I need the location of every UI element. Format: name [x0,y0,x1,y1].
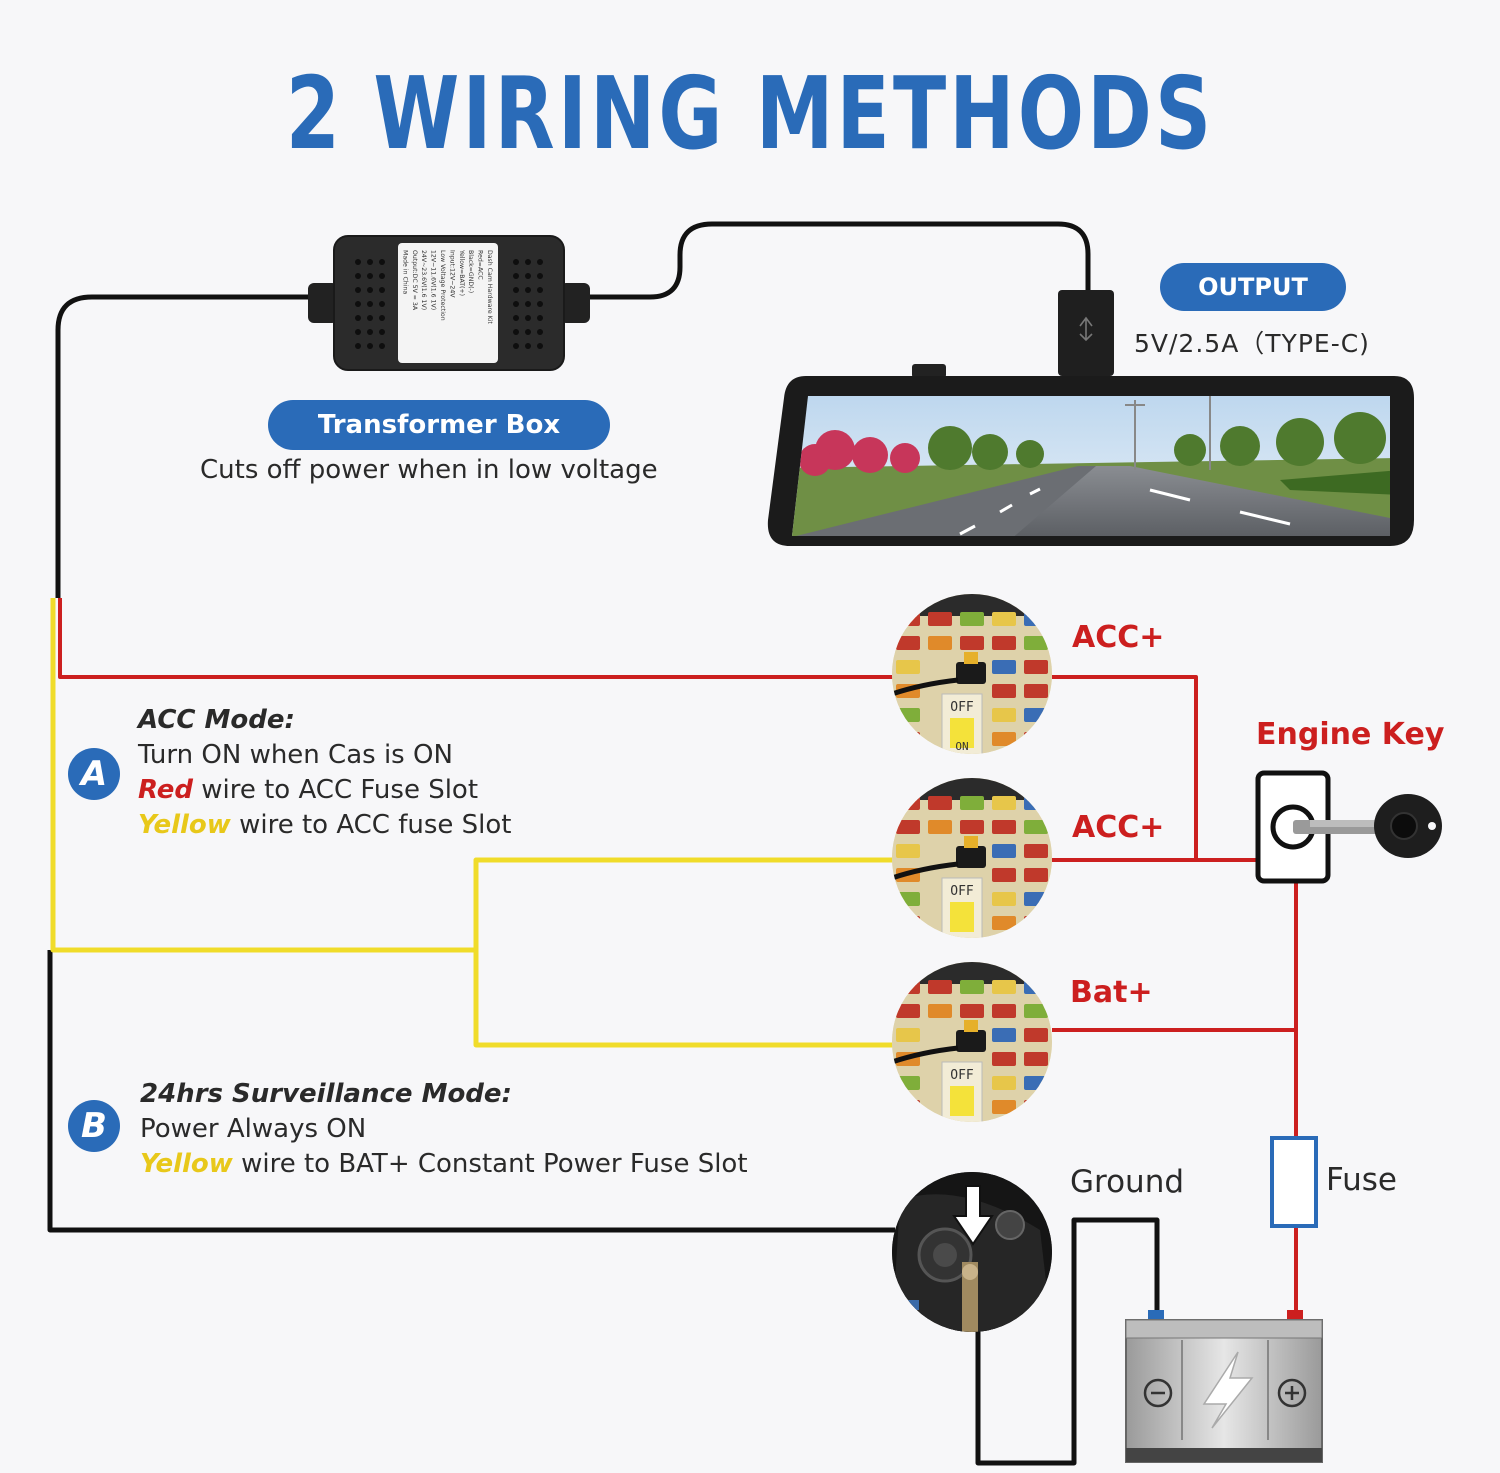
mirror-screen [792,396,1390,536]
mode-a-line2: Red wire to ACC Fuse Slot [138,773,478,808]
plus-terminal-icon [1277,1378,1307,1408]
mode-a-title: ACC Mode: [138,705,295,735]
mode-b-title: 24hrs Surveillance Mode: [140,1079,512,1109]
yellow-keyword: Yellow [138,810,231,840]
spec-label-line: Dash Cam Hardware Kit [486,250,493,324]
spec-label-line: Input:12V~24V [448,250,455,298]
lightning-bolt-icon [1202,1351,1254,1429]
car-key-icon [1293,794,1442,858]
output-badge: OUTPUT [1160,263,1346,311]
yellow-wire [50,598,895,1048]
mode-b-line2-rest: wire to BAT+ Constant Power Fuse Slot [232,1149,748,1179]
mode-a-line3-rest: wire to ACC fuse Slot [230,810,512,840]
fuse-switch-off-text: OFF [950,700,974,715]
red-keyword: Red [138,775,193,805]
yellow-keyword: Yellow [140,1149,233,1179]
usb-c-plug [1058,290,1114,376]
mirror-dash-cam [767,364,1414,546]
engine-key-label: Engine Key [1256,717,1445,752]
mode-b-line1: Power Always ON [140,1114,367,1144]
fuse-switch-off-text: OFF [950,1068,974,1083]
acc-label-2: ACC+ [1072,810,1165,845]
mode-a-line3: Yellow wire to ACC fuse Slot [138,808,512,843]
spec-label-line: Low Voltage Protection [439,250,446,321]
spec-label [398,243,498,363]
spec-label-line: Output:DC 5V = 3A [411,250,418,311]
vent-holes-left [355,259,385,349]
fuse-switch-off-text: OFF [950,884,974,899]
fuse-photos: OFF ON OFF OFF [892,594,1052,1122]
spec-label-line: Red=ACC [477,250,484,280]
fuse-label: Fuse [1326,1162,1398,1198]
acc-fuse-photo-2: OFF [892,778,1052,938]
ground-bolt-photo [892,1172,1052,1332]
page-title: 2 WIRING METHODS [285,55,1215,172]
fuse-switch-on-text: ON [955,740,968,753]
transformer-box-badge: Transformer Box [268,400,610,450]
mode-a-line2-rest: wire to ACC Fuse Slot [192,775,479,805]
transformer-caption: Cuts off power when in low voltage [200,455,658,485]
bat-fuse-photo: OFF [892,962,1052,1122]
spec-label-line: 24V~23.6V(1.6 1V) [420,250,427,310]
acc-label-1: ACC+ [1072,620,1165,655]
mode-b-line2: Yellow wire to BAT+ Constant Power Fuse … [140,1147,748,1182]
red-wire [58,598,1298,1312]
inline-fuse-icon [1270,1136,1318,1228]
minus-terminal-icon [1143,1378,1173,1408]
transformer-box: Dash Cam Hardware KitRed=ACCBlack=GND(-)… [308,235,590,371]
mode-a-badge: A [68,748,120,800]
vent-holes-right [513,259,543,349]
spec-label-line: Made in China [401,250,408,294]
output-spec: 5V/2.5A（TYPE-C) [1134,329,1370,358]
spec-label-line: 12V~11.6V(1.6 1V) [430,250,437,310]
car-battery [1125,1310,1323,1463]
ground-label: Ground [1070,1164,1185,1200]
bat-label: Bat+ [1070,975,1153,1010]
acc-fuse-photo-1: OFF ON [892,594,1052,754]
mode-b-badge: B [68,1100,120,1152]
mode-a-line1: Turn ON when Cas is ON [138,740,453,770]
spec-label-line: Black=GND(-) [467,250,474,293]
black-wire [47,221,1160,1466]
spec-label-line: Yellow=BAT(+) [458,249,465,296]
